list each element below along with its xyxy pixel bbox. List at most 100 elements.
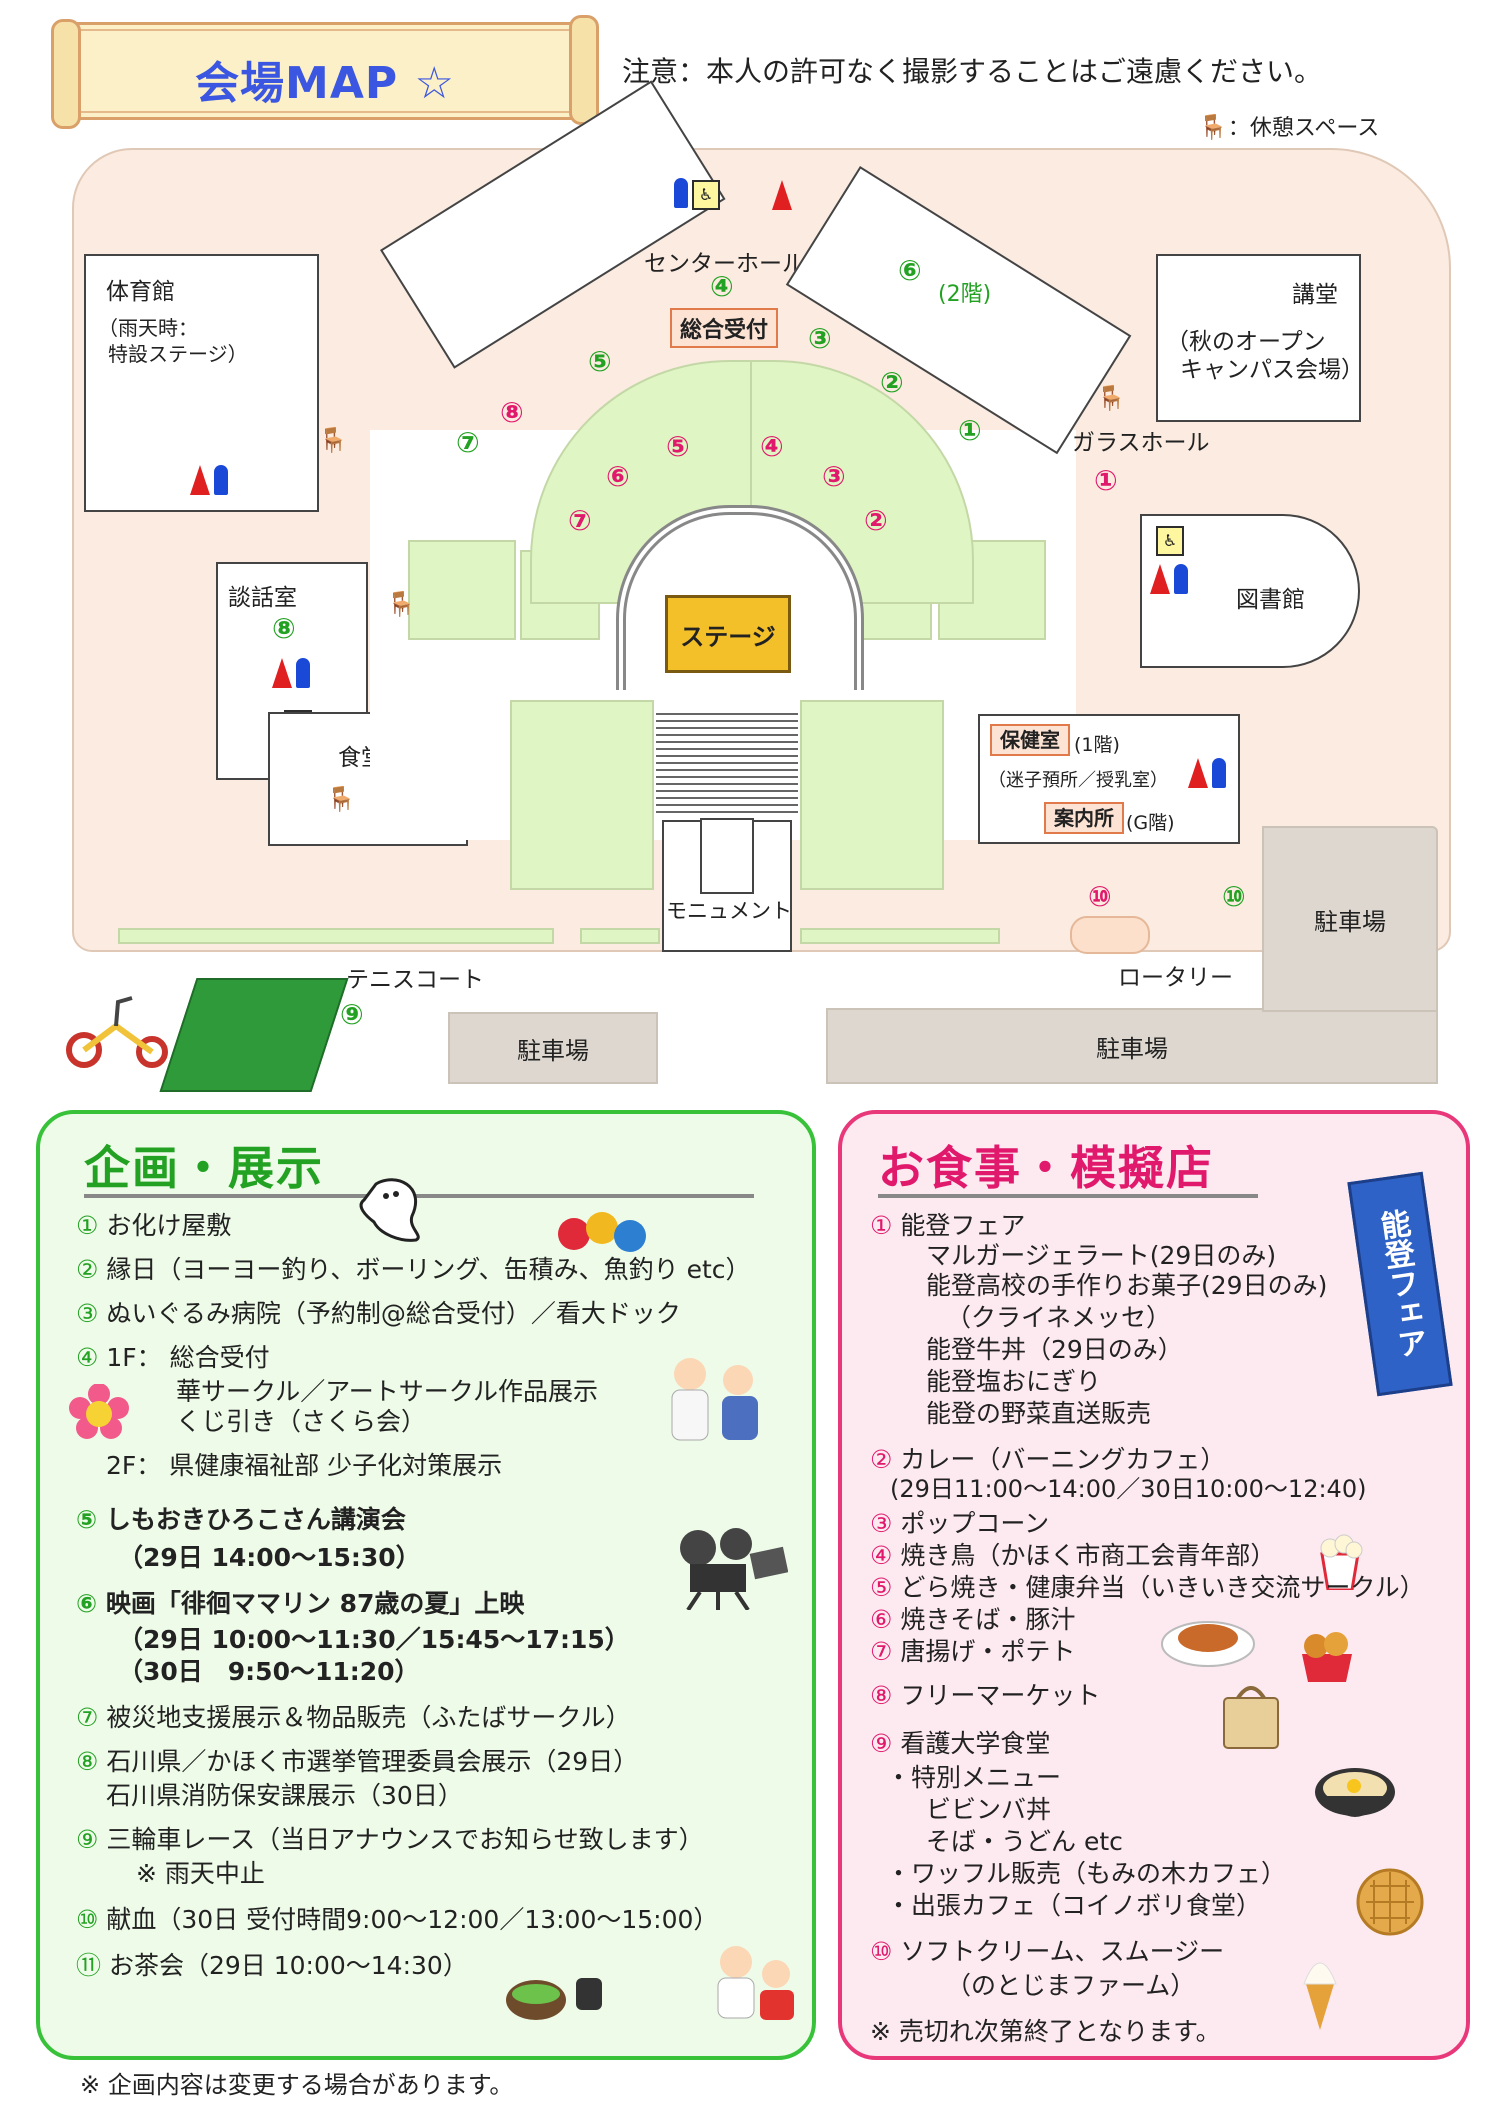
general-reception-label[interactable]: 総合受付 — [670, 308, 779, 348]
wheelchair-icon: ♿ — [692, 180, 720, 210]
lecture-hall-building[interactable] — [1156, 254, 1361, 422]
events-panel: 企画・展示 ① お化け屋敷 ② 縁日（ヨーヨー釣り、ボーリング、缶積み、魚釣り … — [36, 1110, 816, 2060]
popcorn-icon — [1310, 1534, 1370, 1592]
food-item-1: ① 能登フェア — [870, 1211, 1026, 1240]
food-item-1-sub5: 能登塩おにぎり — [926, 1367, 1102, 1396]
noto-fair-banner: 能登フェア — [1347, 1171, 1453, 1397]
parking-lot-right[interactable]: 駐車場 — [1262, 826, 1438, 1012]
parking-lot-bottom[interactable]: 駐車場 — [826, 1008, 1438, 1084]
food-item-1-sub2: 能登高校の手作りお菓子(29日のみ) — [926, 1271, 1328, 1300]
wheelchair-icon: ♿ — [1156, 526, 1184, 556]
lecture-hall-note-2: キャンパス会場） — [1180, 357, 1364, 383]
event-item-4-sub2: くじ引き（さくら会） — [176, 1407, 427, 1436]
event-item-6: ⑥ 映画「徘徊ママリン 87歳の夏」上映 — [76, 1589, 525, 1618]
gym-note-2: 特設ステージ） — [108, 342, 248, 366]
food-item-8: ⑧ フリーマーケット — [870, 1681, 1101, 1710]
restroom-icon — [1186, 758, 1228, 792]
food-item-7: ⑦ 唐揚げ・ポテト — [870, 1637, 1076, 1666]
nurse-donation-icon — [704, 1940, 804, 2024]
food-item-10-sub: （のとじまファーム） — [946, 1971, 1196, 2000]
info-desk-floor: (G階) — [1126, 812, 1175, 834]
shopping-bag-icon — [1218, 1680, 1284, 1750]
info-desk[interactable]: 案内所 — [1044, 802, 1124, 834]
rocking-chair-icon: 🪑 — [1096, 384, 1126, 412]
event-item-3: ③ ぬいぐるみ病院（予約制@総合受付）／看大ドック — [76, 1299, 681, 1328]
tricycle-icon — [64, 992, 174, 1072]
map-marker-7-pink: ⑦ — [568, 504, 592, 537]
map-marker-4-pink: ④ — [760, 430, 784, 463]
map-marker-6-pink: ⑥ — [606, 460, 630, 493]
map-marker-8-green: ⑧ — [272, 612, 296, 645]
map-marker-2-pink: ② — [864, 504, 888, 537]
rocking-chair-icon: 🪑 — [1198, 113, 1228, 141]
footnote: ※ 企画内容は変更する場合があります。 — [80, 2071, 514, 2099]
restroom-icon — [672, 178, 690, 212]
events-heading: 企画・展示 — [84, 1141, 324, 1195]
food-item-1-sub1: マルガージェラート(29日のみ) — [926, 1241, 1277, 1270]
event-item-5-time: （29日 14:00～15:30） — [118, 1543, 421, 1572]
restroom-icon — [270, 658, 312, 692]
lounge-label: 談話室 — [228, 585, 297, 611]
map-marker-1-green: ① — [958, 414, 982, 447]
soft-cream-icon — [1290, 1942, 1350, 2032]
food-item-9-sub5: ・出張カフェ（コイノボリ食堂） — [886, 1891, 1262, 1920]
lawn-area — [800, 700, 944, 890]
restroom-icon — [770, 180, 794, 214]
food-item-5: ⑤ どら焼き・健康弁当（いきいき交流サークル） — [870, 1573, 1425, 1602]
food-item-2: ② カレー（バーニングカフェ） — [870, 1445, 1226, 1474]
library-label: 図書館 — [1236, 587, 1305, 613]
center-hall-label: センターホール — [644, 251, 805, 277]
map-marker-8-pink: ⑧ — [500, 396, 524, 429]
gym-label: 体育館 — [106, 279, 175, 305]
rocking-chair-icon: 🪑 — [326, 785, 356, 813]
map-marker-10-pink: ⑩ — [1088, 880, 1112, 913]
lecture-hall-label: 講堂 — [1292, 282, 1338, 308]
restroom-icon — [1148, 564, 1190, 598]
map-marker-2-green: ② — [880, 366, 904, 399]
event-item-9-sub: ※ 雨天中止 — [136, 1859, 265, 1888]
rest-legend-label: ：休憩スペース — [1227, 116, 1380, 141]
map-marker-5-pink: ⑤ — [666, 430, 690, 463]
food-item-6: ⑥ 焼きそば・豚汁 — [870, 1605, 1076, 1634]
stage[interactable]: ステージ — [665, 595, 791, 673]
food-item-4: ④ 焼き鳥（かほく市商工会青年部） — [870, 1541, 1276, 1570]
steps — [656, 708, 798, 818]
food-item-2-time: (29日11:00～14:00／30日10:00～12:40) — [890, 1475, 1367, 1503]
monument[interactable] — [700, 818, 754, 894]
rotary-label: ロータリー — [1118, 965, 1233, 991]
tennis-court[interactable] — [159, 978, 349, 1092]
parking-lot-left[interactable]: 駐車場 — [448, 1012, 658, 1084]
tea-ceremony-icon — [502, 1954, 614, 2024]
photo-notice: 注意：本人の許可なく撮影することはご遠慮ください。 — [622, 55, 1323, 88]
event-item-6-time2: （30日 9:50～11:20） — [118, 1657, 420, 1686]
event-item-7: ⑦ 被災地支援展示＆物品販売（ふたばサークル） — [76, 1703, 631, 1732]
heading-divider — [84, 1194, 754, 1198]
lawn-strip — [580, 928, 660, 944]
event-item-10: ⑩ 献血（30日 受付時間9:00～12:00／13:00～15:00） — [76, 1905, 719, 1934]
food-item-10: ⑩ ソフトクリーム、スムージー — [870, 1937, 1225, 1966]
food-item-3: ③ ポップコーン — [870, 1509, 1050, 1538]
event-item-11: ⑪ お茶会（29日 10:00～14:30） — [76, 1951, 468, 1980]
event-item-6-time1: （29日 10:00～11:30／15:45～17:15） — [118, 1625, 630, 1654]
flower-icon — [68, 1383, 130, 1440]
food-plate-icon — [1158, 1600, 1258, 1670]
health-room-label: 保健室 — [990, 724, 1070, 756]
lawn-strip — [118, 928, 554, 944]
title-banner: 会場MAP ☆ — [51, 15, 599, 129]
event-item-4-sub3: 2F： 県健康福祉部 少子化対策展示 — [106, 1451, 503, 1480]
health-room[interactable]: 保健室 — [990, 724, 1070, 756]
fried-chicken-icon — [1294, 1624, 1360, 1684]
event-item-8-sub: 石川県消防保安課展示（30日） — [106, 1781, 463, 1810]
lecture-hall-note-1: （秋のオープン — [1166, 329, 1326, 355]
second-floor-label: (2階) — [938, 282, 992, 307]
food-item-1-sub4: 能登牛丼（29日のみ） — [926, 1335, 1183, 1364]
tennis-court-label: テニスコート — [346, 967, 484, 993]
stage-arena — [616, 505, 864, 690]
lawn-area — [408, 540, 516, 640]
food-item-9-sub1: ・特別メニュー — [886, 1763, 1062, 1792]
event-item-9: ⑨ 三輪車レース（当日アナウンスでお知らせ致します） — [76, 1825, 704, 1854]
glass-hall-label: ガラスホール — [1072, 430, 1210, 456]
food-heading: お食事・模擬店 — [878, 1141, 1214, 1195]
food-item-1-sub3: （クライネメッセ） — [946, 1303, 1172, 1332]
ghost-icon — [356, 1176, 436, 1246]
